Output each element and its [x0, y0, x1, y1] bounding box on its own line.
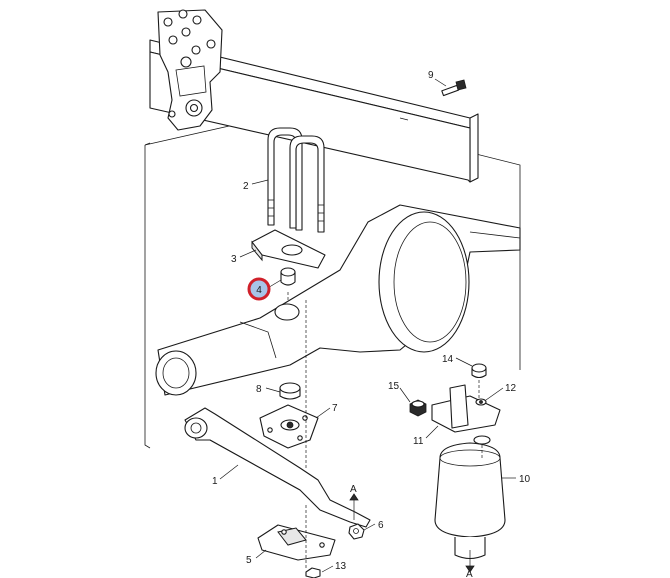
callout-3[interactable]: 3 [231, 254, 237, 265]
callout-1[interactable]: 1 [212, 476, 218, 487]
callout-6[interactable]: 6 [378, 520, 384, 531]
nut-part-15 [409, 399, 427, 417]
callout-9[interactable]: 9 [428, 70, 434, 81]
callout-10[interactable]: 10 [519, 474, 531, 485]
callout-13[interactable]: 13 [335, 561, 347, 572]
fitting-part-12 [475, 398, 487, 406]
u-bolt-part-2 [267, 127, 325, 233]
air-spring-bracket-part-11 [431, 384, 501, 445]
callout-12[interactable]: 12 [505, 383, 517, 394]
reference-marker-a-right [465, 550, 475, 573]
highlight-ring [247, 277, 271, 301]
nut-part-14 [471, 363, 487, 379]
callout-labels: 1 2 3 5 6 7 8 9 10 11 12 13 14 15 A A [212, 70, 531, 578]
reference-label-a-right: A [466, 569, 473, 578]
assembly-axes [287, 292, 483, 568]
nut-part-6 [348, 523, 365, 540]
lower-plate-part-5 [257, 524, 336, 561]
leader-lines [219, 78, 516, 573]
bolt-part-9 [441, 79, 467, 97]
buffer-part-4 [280, 267, 296, 286]
air-spring-part-10 [434, 442, 506, 560]
callout-5[interactable]: 5 [246, 555, 252, 566]
callout-7[interactable]: 7 [332, 403, 338, 414]
axle-housing [155, 204, 521, 396]
spring-seat-part-7 [259, 404, 319, 449]
spacer-part-8 [279, 382, 301, 400]
callout-2[interactable]: 2 [243, 181, 249, 192]
callout-14[interactable]: 14 [442, 354, 454, 365]
callout-15[interactable]: 15 [388, 381, 400, 392]
reference-marker-a-left [349, 493, 359, 520]
bolt-part-13 [305, 567, 321, 578]
chassis-rail [149, 39, 479, 183]
clamp-plate-part-3 [251, 229, 326, 269]
callout-4[interactable]: 4 [256, 285, 262, 296]
callout-11[interactable]: 11 [413, 436, 424, 447]
spring-hanger-bracket [157, 9, 223, 131]
highlighted-callout-4[interactable]: 4 [247, 277, 271, 301]
callout-8[interactable]: 8 [256, 384, 262, 395]
leaf-spring-part-1 [184, 407, 371, 528]
reference-label-a-left: A [350, 484, 357, 495]
